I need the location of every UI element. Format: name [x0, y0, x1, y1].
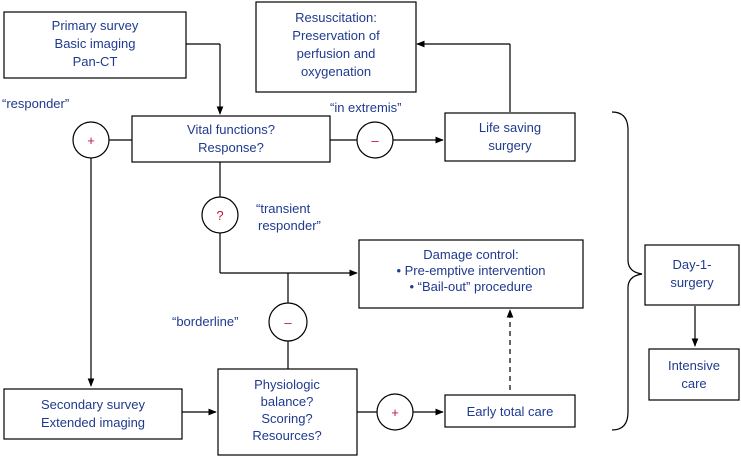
primary-line-0: Primary survey [52, 18, 139, 33]
primary-line-2: Pan-CT [73, 54, 118, 69]
circle-early-plus: + [376, 393, 414, 431]
intensive-line-0: Intensive [668, 358, 720, 373]
box-physiologic-balance: Physiologic balance? Scoring? Resources? [217, 368, 358, 456]
physiologic-line-2: Scoring? [261, 411, 312, 426]
life-line-0: Life saving [479, 120, 541, 135]
circle-responder-plus: + [72, 121, 110, 159]
intensive-line-1: care [681, 376, 706, 391]
damage-line-2: • “Bail-out” procedure [409, 279, 532, 294]
resus-line-1: Preservation of [292, 28, 380, 43]
secondary-line-0: Secondary survey [41, 397, 146, 412]
resus-line-0: Resuscitation: [295, 10, 377, 25]
secondary-line-1: Extended imaging [41, 415, 145, 430]
box-resuscitation: Resuscitation: Preservation of perfusion… [255, 1, 417, 93]
circle-transient-question: ? [201, 196, 239, 234]
box-day1-surgery: Day-1- surgery [644, 244, 740, 306]
primary-line-1: Basic imaging [55, 36, 136, 51]
minus-symbol: – [284, 315, 292, 330]
physiologic-line-3: Resources? [252, 428, 321, 443]
plus-symbol: + [391, 405, 399, 420]
box-secondary-survey: Secondary survey Extended imaging [3, 388, 183, 440]
vital-line-1: Response? [198, 140, 264, 155]
label-transient-1: responder” [258, 218, 321, 233]
box-life-saving-surgery: Life saving surgery [444, 112, 576, 162]
circle-borderline-minus: – [268, 302, 308, 342]
label-borderline: “borderline” [172, 314, 238, 329]
physiologic-line-1: balance? [261, 394, 314, 409]
damage-line-0: Damage control: [423, 247, 518, 262]
label-transient-0: “transient [256, 201, 311, 216]
box-primary-survey: Primary survey Basic imaging Pan-CT [3, 11, 187, 79]
life-line-1: surgery [488, 138, 532, 153]
plus-symbol: + [87, 133, 95, 148]
damage-line-1: • Pre-emptive intervention [396, 263, 545, 278]
box-damage-control: Damage control: • Pre-emptive interventi… [358, 239, 584, 309]
day1-line-1: surgery [670, 275, 714, 290]
minus-symbol: – [371, 133, 379, 148]
box-intensive-care: Intensive care [648, 348, 740, 401]
vital-line-0: Vital functions? [187, 122, 275, 137]
question-symbol: ? [216, 208, 223, 223]
day1-line-0: Day-1- [672, 257, 711, 272]
label-responder: “responder” [2, 96, 69, 111]
connectors [87, 40, 699, 431]
circle-extremis-minus: – [356, 121, 394, 159]
resus-line-2: perfusion and [297, 46, 376, 61]
physiologic-line-0: Physiologic [254, 377, 320, 392]
box-vital-functions: Vital functions? Response? [131, 115, 331, 163]
box-early-total-care: Early total care [444, 394, 576, 428]
label-in-extremis: “in extremis” [330, 100, 402, 115]
resus-line-3: oxygenation [301, 64, 371, 79]
early-line-0: Early total care [467, 404, 554, 419]
curly-brace [611, 111, 643, 431]
